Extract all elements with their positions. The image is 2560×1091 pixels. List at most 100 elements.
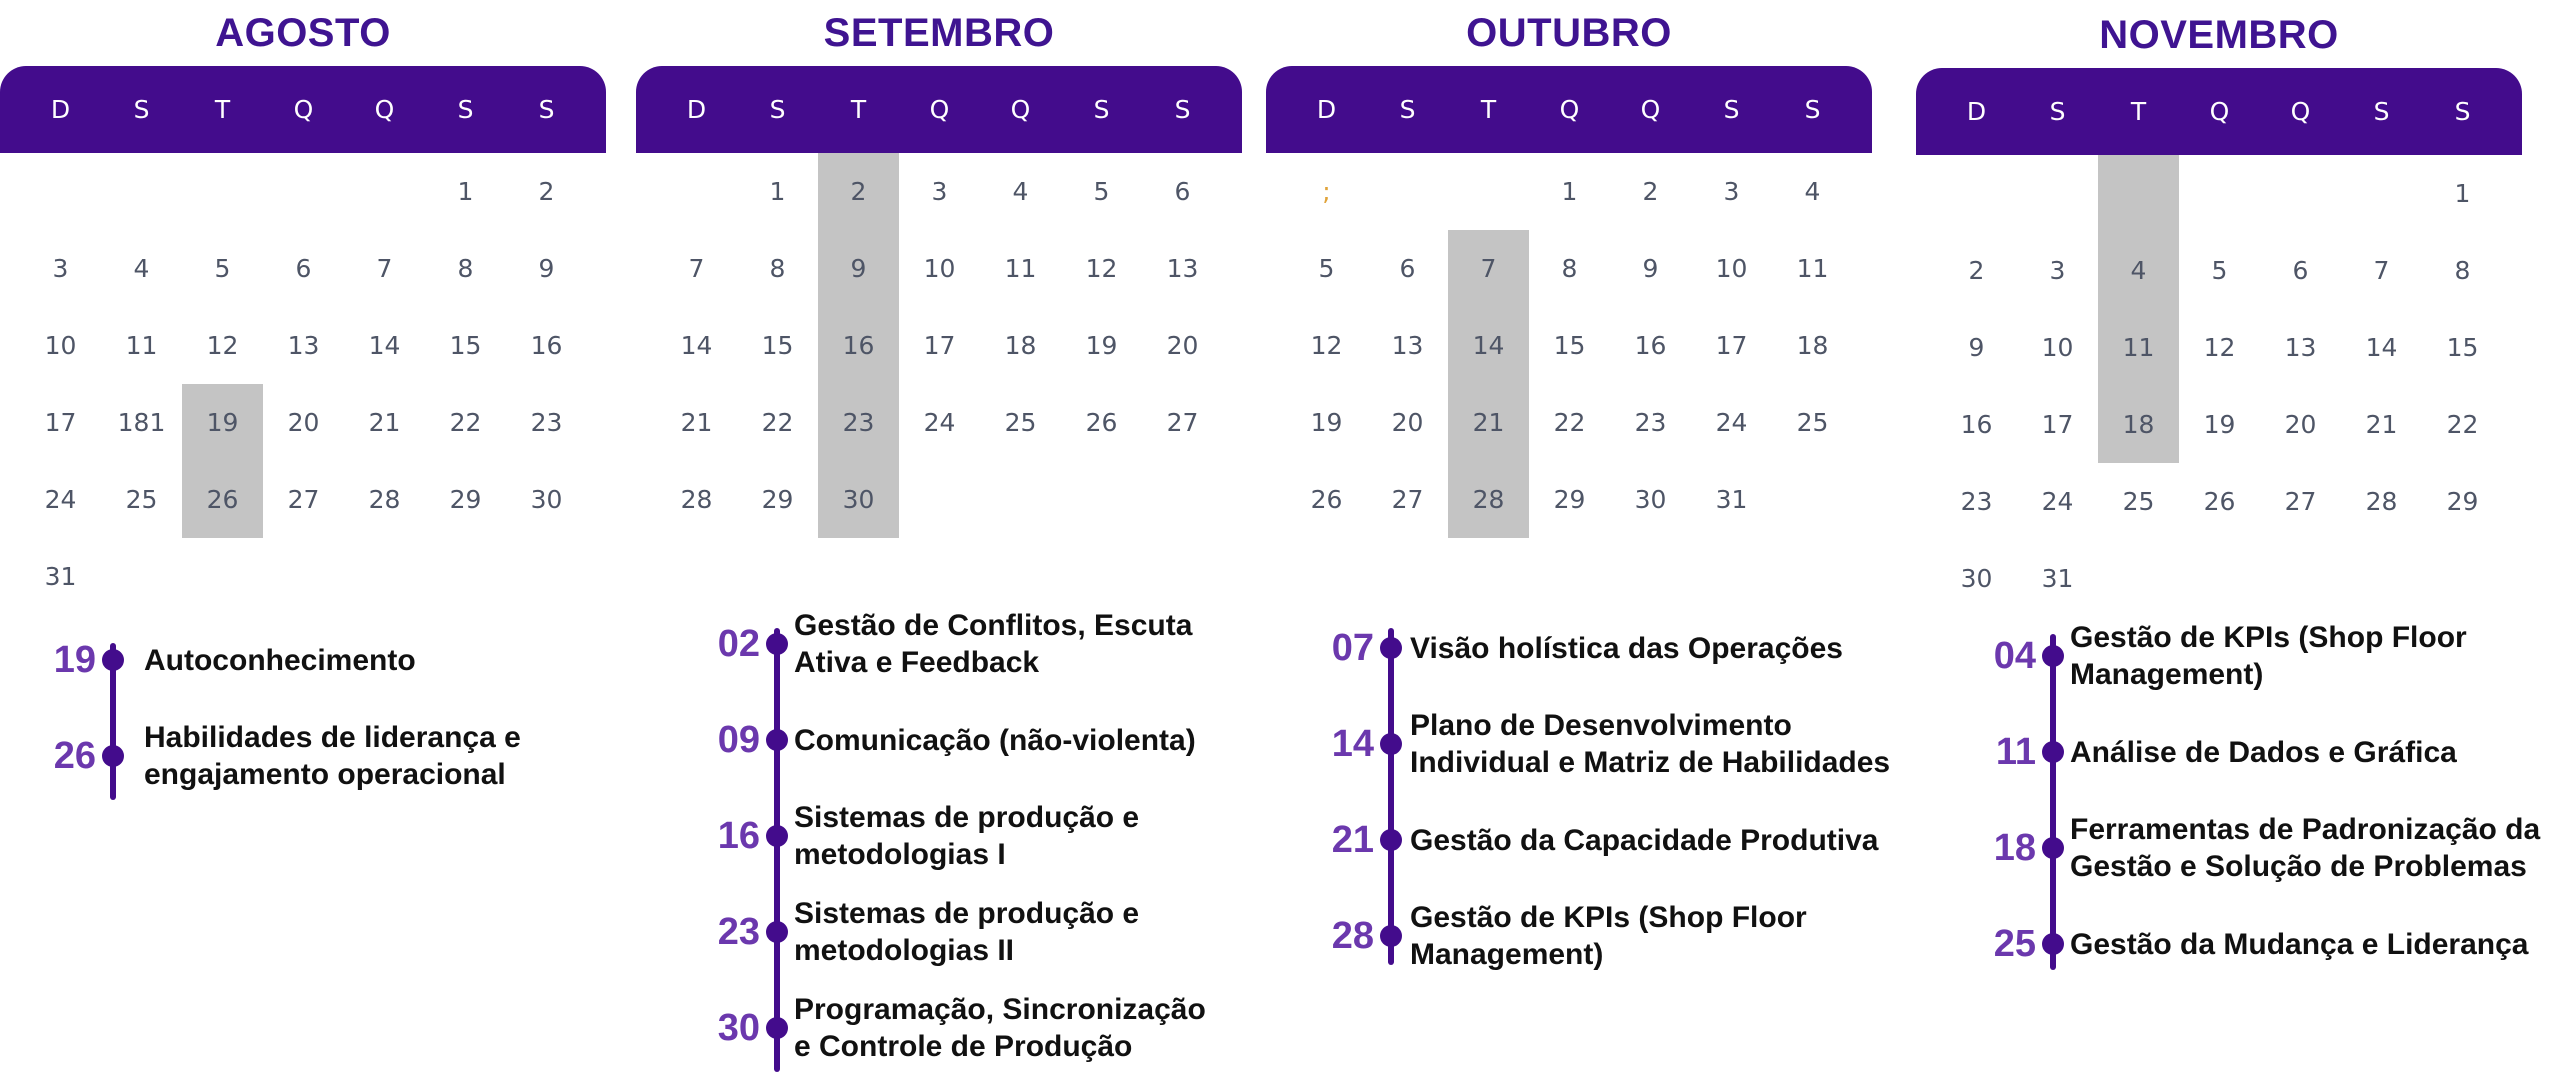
day-cell[interactable]: 19 bbox=[1085, 331, 1118, 360]
day-cell[interactable]: 3 bbox=[2049, 256, 2066, 285]
day-cell[interactable]: 20 bbox=[287, 408, 320, 437]
day-cell[interactable]: 27 bbox=[287, 485, 320, 514]
day-cell[interactable]: 14 bbox=[680, 331, 713, 360]
day-cell[interactable]: 2 bbox=[1968, 256, 1985, 285]
day-cell[interactable]: 13 bbox=[1391, 331, 1424, 360]
day-cell[interactable]: 9 bbox=[850, 254, 867, 283]
day-cell[interactable] bbox=[182, 153, 263, 230]
day-cell[interactable]: 2 bbox=[850, 177, 867, 206]
day-cell[interactable]: 12 bbox=[1085, 254, 1118, 283]
day-cell[interactable]: 10 bbox=[44, 331, 77, 360]
day-cell[interactable]: 21 bbox=[2365, 410, 2398, 439]
day-cell[interactable]: 23 bbox=[530, 408, 563, 437]
day-cell[interactable]: 12 bbox=[1310, 331, 1343, 360]
day-cell[interactable]: 24 bbox=[923, 408, 956, 437]
day-cell[interactable] bbox=[101, 153, 182, 230]
day-cell[interactable]: ; bbox=[1322, 177, 1331, 206]
day-cell[interactable] bbox=[1936, 155, 2017, 232]
day-cell[interactable]: 31 bbox=[44, 562, 77, 591]
day-cell[interactable]: 22 bbox=[449, 408, 482, 437]
day-cell[interactable] bbox=[1367, 153, 1448, 230]
day-cell[interactable]: 29 bbox=[449, 485, 482, 514]
day-cell[interactable]: 27 bbox=[1391, 485, 1424, 514]
day-cell[interactable]: 15 bbox=[449, 331, 482, 360]
day-cell[interactable] bbox=[2017, 155, 2098, 232]
day-cell[interactable]: 16 bbox=[1634, 331, 1667, 360]
day-cell[interactable]: 27 bbox=[1166, 408, 1199, 437]
day-cell[interactable]: 14 bbox=[1472, 331, 1505, 360]
day-cell[interactable]: 7 bbox=[2373, 256, 2390, 285]
day-cell[interactable]: 25 bbox=[1004, 408, 1037, 437]
day-cell[interactable]: 10 bbox=[1715, 254, 1748, 283]
day-cell[interactable]: 181 bbox=[117, 408, 166, 437]
day-cell[interactable]: 7 bbox=[1480, 254, 1497, 283]
day-cell[interactable]: 6 bbox=[1174, 177, 1191, 206]
day-cell[interactable]: 30 bbox=[1960, 564, 1993, 593]
day-cell[interactable]: 7 bbox=[688, 254, 705, 283]
day-cell[interactable]: 20 bbox=[1391, 408, 1424, 437]
day-cell[interactable]: 8 bbox=[1561, 254, 1578, 283]
day-cell[interactable]: 18 bbox=[1004, 331, 1037, 360]
day-cell[interactable]: 17 bbox=[923, 331, 956, 360]
day-cell[interactable]: 17 bbox=[1715, 331, 1748, 360]
day-cell[interactable]: 29 bbox=[761, 485, 794, 514]
day-cell[interactable]: 16 bbox=[1960, 410, 1993, 439]
day-cell[interactable]: 15 bbox=[1553, 331, 1586, 360]
day-cell[interactable]: 29 bbox=[2446, 487, 2479, 516]
day-cell[interactable]: 30 bbox=[842, 485, 875, 514]
day-cell[interactable]: 5 bbox=[214, 254, 231, 283]
day-cell[interactable]: 1 bbox=[769, 177, 786, 206]
day-cell[interactable] bbox=[2260, 155, 2341, 232]
day-cell[interactable]: 20 bbox=[1166, 331, 1199, 360]
day-cell[interactable]: 25 bbox=[125, 485, 158, 514]
day-cell[interactable]: 5 bbox=[2211, 256, 2228, 285]
day-cell[interactable]: 17 bbox=[2041, 410, 2074, 439]
day-cell[interactable]: 22 bbox=[1553, 408, 1586, 437]
day-cell[interactable]: 26 bbox=[2203, 487, 2236, 516]
day-cell[interactable]: 31 bbox=[1715, 485, 1748, 514]
day-cell[interactable]: 6 bbox=[1399, 254, 1416, 283]
day-cell[interactable]: 16 bbox=[842, 331, 875, 360]
day-cell[interactable] bbox=[2098, 155, 2179, 232]
day-cell[interactable]: 20 bbox=[2284, 410, 2317, 439]
day-cell[interactable]: 19 bbox=[2203, 410, 2236, 439]
day-cell[interactable]: 3 bbox=[52, 254, 69, 283]
day-cell[interactable]: 16 bbox=[530, 331, 563, 360]
day-cell[interactable]: 28 bbox=[2365, 487, 2398, 516]
day-cell[interactable]: 31 bbox=[2041, 564, 2074, 593]
day-cell[interactable]: 22 bbox=[2446, 410, 2479, 439]
day-cell[interactable]: 5 bbox=[1093, 177, 1110, 206]
day-cell[interactable]: 23 bbox=[842, 408, 875, 437]
day-cell[interactable]: 24 bbox=[1715, 408, 1748, 437]
day-cell[interactable]: 9 bbox=[1968, 333, 1985, 362]
day-cell[interactable]: 3 bbox=[1723, 177, 1740, 206]
day-cell[interactable] bbox=[263, 153, 344, 230]
day-cell[interactable]: 25 bbox=[2122, 487, 2155, 516]
day-cell[interactable]: 28 bbox=[368, 485, 401, 514]
day-cell[interactable]: 10 bbox=[923, 254, 956, 283]
day-cell[interactable]: 21 bbox=[368, 408, 401, 437]
day-cell[interactable]: 4 bbox=[133, 254, 150, 283]
day-cell[interactable]: 14 bbox=[2365, 333, 2398, 362]
day-cell[interactable]: 7 bbox=[376, 254, 393, 283]
day-cell[interactable]: 18 bbox=[2122, 410, 2155, 439]
day-cell[interactable]: 28 bbox=[680, 485, 713, 514]
day-cell[interactable]: 11 bbox=[1004, 254, 1037, 283]
day-cell[interactable]: 9 bbox=[538, 254, 555, 283]
day-cell[interactable]: 21 bbox=[680, 408, 713, 437]
day-cell[interactable]: 1 bbox=[2454, 179, 2471, 208]
day-cell[interactable]: 2 bbox=[538, 177, 555, 206]
day-cell[interactable]: 24 bbox=[44, 485, 77, 514]
day-cell[interactable] bbox=[656, 153, 737, 230]
day-cell[interactable]: 5 bbox=[1318, 254, 1335, 283]
day-cell[interactable]: 12 bbox=[2203, 333, 2236, 362]
day-cell[interactable]: 11 bbox=[1796, 254, 1829, 283]
day-cell[interactable]: 29 bbox=[1553, 485, 1586, 514]
day-cell[interactable]: 19 bbox=[1310, 408, 1343, 437]
day-cell[interactable] bbox=[20, 153, 101, 230]
day-cell[interactable]: 10 bbox=[2041, 333, 2074, 362]
day-cell[interactable]: 27 bbox=[2284, 487, 2317, 516]
day-cell[interactable]: 12 bbox=[206, 331, 239, 360]
day-cell[interactable]: 9 bbox=[1642, 254, 1659, 283]
day-cell[interactable]: 26 bbox=[1085, 408, 1118, 437]
